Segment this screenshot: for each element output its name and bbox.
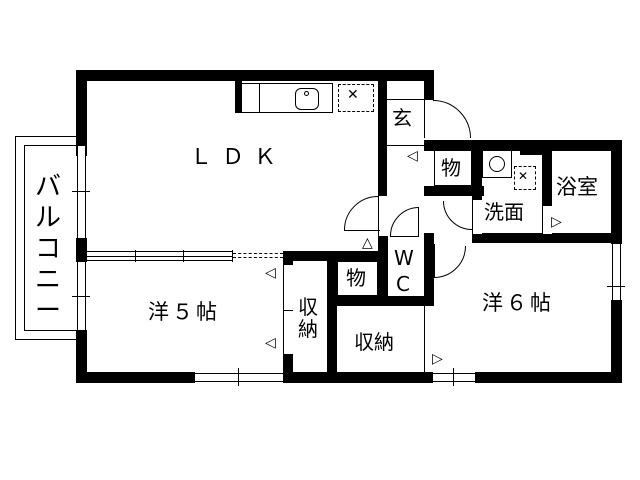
- ldk-door-frame: [378, 196, 387, 236]
- wall-left-lower: [76, 330, 87, 383]
- wall-ldk-bottom: [283, 251, 387, 261]
- partition-mid-line: [87, 256, 233, 257]
- entrance-door-frame: [424, 100, 434, 138]
- storage-small: [337, 261, 378, 296]
- window-ldk-left[interactable]: [77, 146, 86, 242]
- partition-tick: [135, 250, 136, 262]
- washroom-door[interactable]: [472, 200, 482, 234]
- stove-x-mark: ✕: [347, 87, 359, 103]
- window-tick: [72, 191, 90, 192]
- wall-closet-left-right: [327, 261, 337, 383]
- sink-drain-icon: [304, 91, 309, 96]
- wall-wc-left: [378, 236, 388, 306]
- wall-bath-left-upper: [542, 140, 552, 206]
- wall-5jo-right-upper: [283, 251, 293, 265]
- entrance-step-line: [387, 145, 425, 146]
- window-west6-right[interactable]: [612, 244, 621, 300]
- western5-label: 洋５帖: [148, 300, 220, 324]
- entrance-step-line: [387, 99, 425, 100]
- washroom-label: 洗面: [484, 200, 524, 224]
- wall-bottom-left: [76, 372, 195, 383]
- counter-divider: [259, 83, 260, 113]
- storage-small-label: 物: [346, 266, 366, 290]
- closet-center-door-arrow: ▷: [432, 351, 443, 367]
- closet-center-door[interactable]: [424, 306, 434, 372]
- wall-wc-bottom: [378, 296, 434, 306]
- wall-entrance-right-upper: [424, 70, 434, 100]
- ldk-label: ＬＤＫ: [190, 145, 287, 170]
- wall-washroom-bottom: [472, 233, 622, 243]
- window-west5-bottom[interactable]: [195, 373, 283, 382]
- wall-wc-right: [424, 236, 434, 306]
- wall-storage-small-bottom: [327, 296, 387, 306]
- washroom-drain-icon: [514, 166, 536, 190]
- closet-door-arrow: ◁: [265, 265, 276, 281]
- wall-right-lower: [611, 300, 622, 383]
- wall-storage-hall-right: [472, 140, 482, 240]
- partition-dashed: [233, 253, 283, 258]
- closet-left-door-split: [283, 310, 293, 311]
- wc-door-post: [418, 207, 419, 237]
- western6-label: 洋６帖: [482, 291, 554, 315]
- bath-door-arrow: ▷: [551, 214, 562, 230]
- closet-center-label: 収納: [354, 330, 394, 354]
- balcony-label: バルコニー: [34, 172, 61, 326]
- wall-left-upper: [76, 70, 87, 156]
- ldk-door-line: [344, 230, 380, 231]
- wall-top-right: [424, 140, 622, 151]
- window-tick: [453, 368, 454, 386]
- sink-icon: [295, 88, 319, 110]
- storage-small-door-line: [337, 253, 379, 254]
- partition-tick: [232, 250, 233, 262]
- partition-tick: [183, 250, 184, 262]
- washroom-shelf: [520, 150, 542, 155]
- west6-door-line: [434, 244, 435, 278]
- storage-hall: [434, 150, 472, 186]
- storage-hall-door-arrow: ◁: [407, 148, 418, 164]
- wall-right-upper: [611, 140, 622, 244]
- wall-6jo-left: [424, 233, 434, 243]
- washing-machine-drum-icon: [489, 156, 505, 172]
- wc-door-line: [390, 236, 419, 237]
- window-tick: [72, 296, 90, 297]
- storage-hall-label: 物: [441, 156, 461, 180]
- kitchen-counter: [241, 83, 333, 113]
- kitchen-wall-stub: [235, 80, 242, 113]
- bath-label: 浴室: [556, 175, 598, 199]
- wall-top-ldk: [76, 70, 434, 81]
- window-tick: [607, 286, 625, 287]
- wc-label-c: C: [396, 272, 410, 296]
- wall-bottom-middle: [283, 372, 433, 383]
- window-west6-bottom[interactable]: [433, 373, 475, 382]
- closet-left-label: 収納: [298, 295, 318, 341]
- balcony-inner: [24, 145, 77, 331]
- wall-left-middle: [76, 238, 87, 262]
- entrance-label: 玄: [392, 106, 412, 130]
- window-tick: [238, 368, 239, 386]
- washroom-drain-x: ✕: [518, 169, 529, 183]
- wall-storage-hall-bottom: [424, 186, 484, 196]
- closet-door-arrow: ◁: [265, 335, 276, 351]
- wc-label-w: W: [394, 246, 414, 270]
- storage-small-door-arrow: △: [362, 235, 373, 251]
- stove-icon: [338, 84, 374, 112]
- wall-bottom-right: [475, 372, 622, 383]
- wall-ldk-right: [378, 80, 387, 200]
- wall-5jo-right-lower: [283, 354, 293, 383]
- bath-door[interactable]: [542, 206, 552, 234]
